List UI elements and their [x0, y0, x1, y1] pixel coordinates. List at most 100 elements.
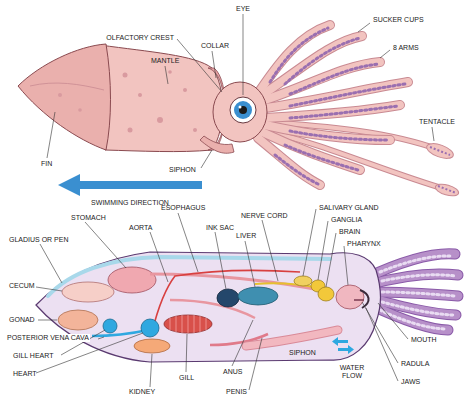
illustration-part: [370, 292, 458, 296]
part-label: OLFACTORY CREST: [105, 34, 175, 42]
illustration-part: [270, 28, 328, 82]
part-label: WATER FLOW: [336, 364, 368, 380]
illustration-part: [245, 241, 255, 287]
illustration-part: [58, 93, 62, 97]
illustration-part: [38, 320, 57, 321]
part-label: JAWS: [400, 378, 421, 386]
part-label: ESOPHAGUS: [160, 204, 206, 212]
part-label: SUCKER CUPS: [372, 16, 425, 24]
illustration-part: [232, 320, 253, 366]
squid-internal: [36, 252, 458, 362]
illustration-part: [318, 287, 334, 301]
part-label: PHARYNX: [346, 240, 382, 248]
illustration-part: [262, 220, 278, 281]
part-label: TENTACLE: [418, 118, 456, 126]
illustration-part: [178, 213, 198, 272]
illustration-part: [303, 209, 316, 276]
illustration-part: [249, 338, 262, 390]
illustration-part: [290, 106, 398, 118]
part-label: HEART: [12, 370, 38, 378]
illustration-part: [103, 319, 117, 333]
part-label: EYE: [235, 5, 251, 13]
illustration-part: [217, 289, 239, 307]
illustration-part: [168, 70, 172, 74]
illustration-part: [150, 354, 152, 387]
illustration-part: [78, 181, 202, 189]
illustration-part: [318, 221, 328, 280]
part-label: NERVE CORD: [240, 212, 289, 220]
illustration-part: [193, 128, 197, 132]
illustration-part: [368, 274, 458, 285]
illustration-part: [230, 97, 256, 123]
illustration-part: [285, 145, 358, 170]
illustration-part: [285, 38, 360, 84]
illustration-part: [58, 70, 197, 132]
illustration-part: [212, 51, 216, 78]
leader-lines: [47, 14, 434, 168]
illustration-part: [141, 319, 159, 337]
part-label: COLLAR: [200, 42, 230, 50]
part-label: INK SAC: [205, 224, 235, 232]
illustration-part: [201, 150, 212, 168]
illustration-part: [30, 83, 104, 90]
part-label: GANGLIA: [330, 216, 363, 224]
illustration-part: [290, 131, 388, 140]
illustration-part: [243, 14, 244, 95]
part-label: MOUTH: [410, 336, 438, 344]
part-label: CECUM: [8, 282, 36, 290]
part-label: SWIMMING DIRECTION: [90, 199, 170, 207]
illustration-part: [157, 117, 163, 123]
illustration-part: [432, 127, 434, 141]
illustration-part: [380, 310, 446, 329]
squid-external: [18, 25, 460, 198]
part-label: SIPHON: [168, 166, 197, 174]
illustration-part: [40, 244, 62, 283]
illustration-part: [354, 299, 364, 301]
illustration-part: [215, 232, 226, 289]
illustration-part: [183, 88, 187, 92]
illustration-part: [92, 330, 148, 336]
illustration-part: [265, 105, 400, 118]
illustration-part: [238, 287, 278, 305]
part-label: ANUS: [222, 368, 243, 376]
illustration-part: [165, 66, 168, 84]
illustration-part: [258, 138, 320, 185]
illustration-part: [170, 315, 206, 333]
illustration-part: [36, 252, 381, 362]
part-label: MANTLE: [150, 57, 180, 65]
illustration-part: [18, 44, 111, 150]
illustration-part: [164, 315, 212, 333]
illustration-part: [62, 282, 114, 302]
part-label: PENIS: [225, 388, 248, 396]
illustration-part: [150, 274, 330, 292]
illustration-part: [255, 25, 408, 185]
part-label: STOMACH: [70, 214, 107, 222]
illustration-part: [246, 330, 338, 346]
illustration-part: [336, 285, 364, 309]
illustration-part: [108, 267, 156, 293]
illustration-part: [134, 339, 170, 353]
part-label: KIDNEY: [128, 388, 156, 396]
illustration-part: [290, 84, 405, 106]
illustration-part: [98, 337, 104, 339]
part-label: FIN: [40, 160, 53, 168]
part-label: GILL HEART: [12, 352, 54, 360]
part-label: 8 ARMS: [392, 44, 420, 52]
illustration-part: [186, 334, 187, 372]
illustration-part: [348, 345, 354, 354]
illustration-part: [36, 287, 62, 291]
illustration-part: [128, 128, 133, 133]
part-label: BRAIN: [338, 228, 361, 236]
part-label: LIVER: [235, 232, 257, 240]
part-label: POSTERIOR VENA CAVA: [6, 334, 90, 342]
illustration-part: [255, 25, 408, 185]
part-label: RADULA: [400, 360, 430, 368]
illustration-part: [150, 232, 168, 282]
illustration-part: [382, 302, 453, 315]
part-label: GILL: [178, 374, 195, 382]
illustration-part: [246, 330, 338, 346]
illustration-part: [78, 108, 82, 112]
illustration-part: [378, 303, 408, 339]
illustration-part: [275, 155, 318, 184]
